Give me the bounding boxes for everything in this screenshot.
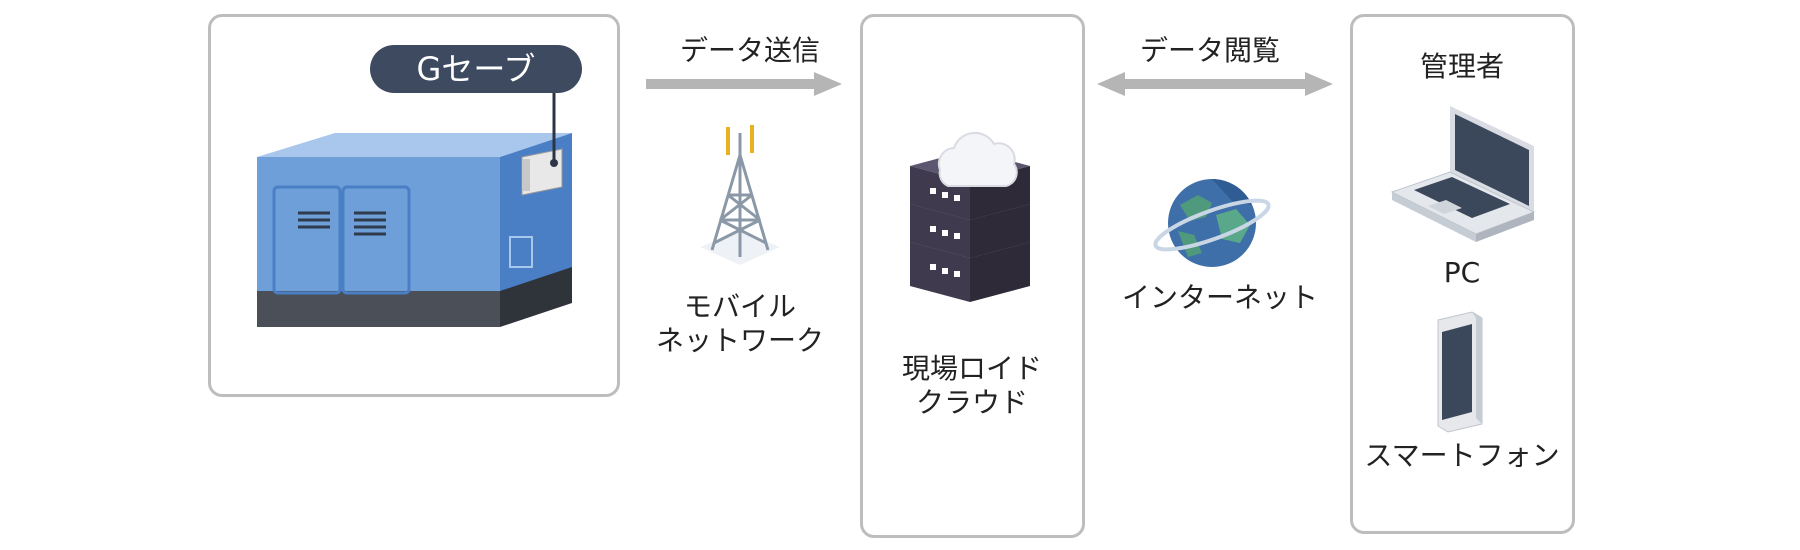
generator-icon [257, 85, 572, 327]
gsave-label: Gセーブ [370, 45, 582, 93]
data-view-arrow [1097, 72, 1333, 96]
data-send-label: データ送信 [679, 34, 820, 67]
internet-label: インターネット [1121, 281, 1318, 314]
data-send-arrow [646, 72, 842, 96]
cloud-label-line1: 現場ロイド [901, 352, 1042, 385]
cloud-server-icon [910, 131, 1030, 302]
globe-icon [1153, 179, 1271, 267]
admin-title: 管理者 [1419, 50, 1504, 83]
smartphone-icon [1437, 311, 1483, 433]
mobile-network-label-line1: モバイル [683, 290, 796, 323]
mobile-network-label-line2: ネットワーク [655, 324, 824, 357]
pc-label: PC [1443, 256, 1481, 289]
smartphone-label: スマートフォン [1364, 439, 1560, 472]
cell-tower-icon [700, 125, 780, 265]
laptop-icon [1390, 106, 1536, 242]
cloud-label-line2: クラウド [915, 386, 1028, 419]
data-view-label: データ閲覧 [1139, 34, 1280, 67]
admin-panel [1350, 14, 1575, 534]
